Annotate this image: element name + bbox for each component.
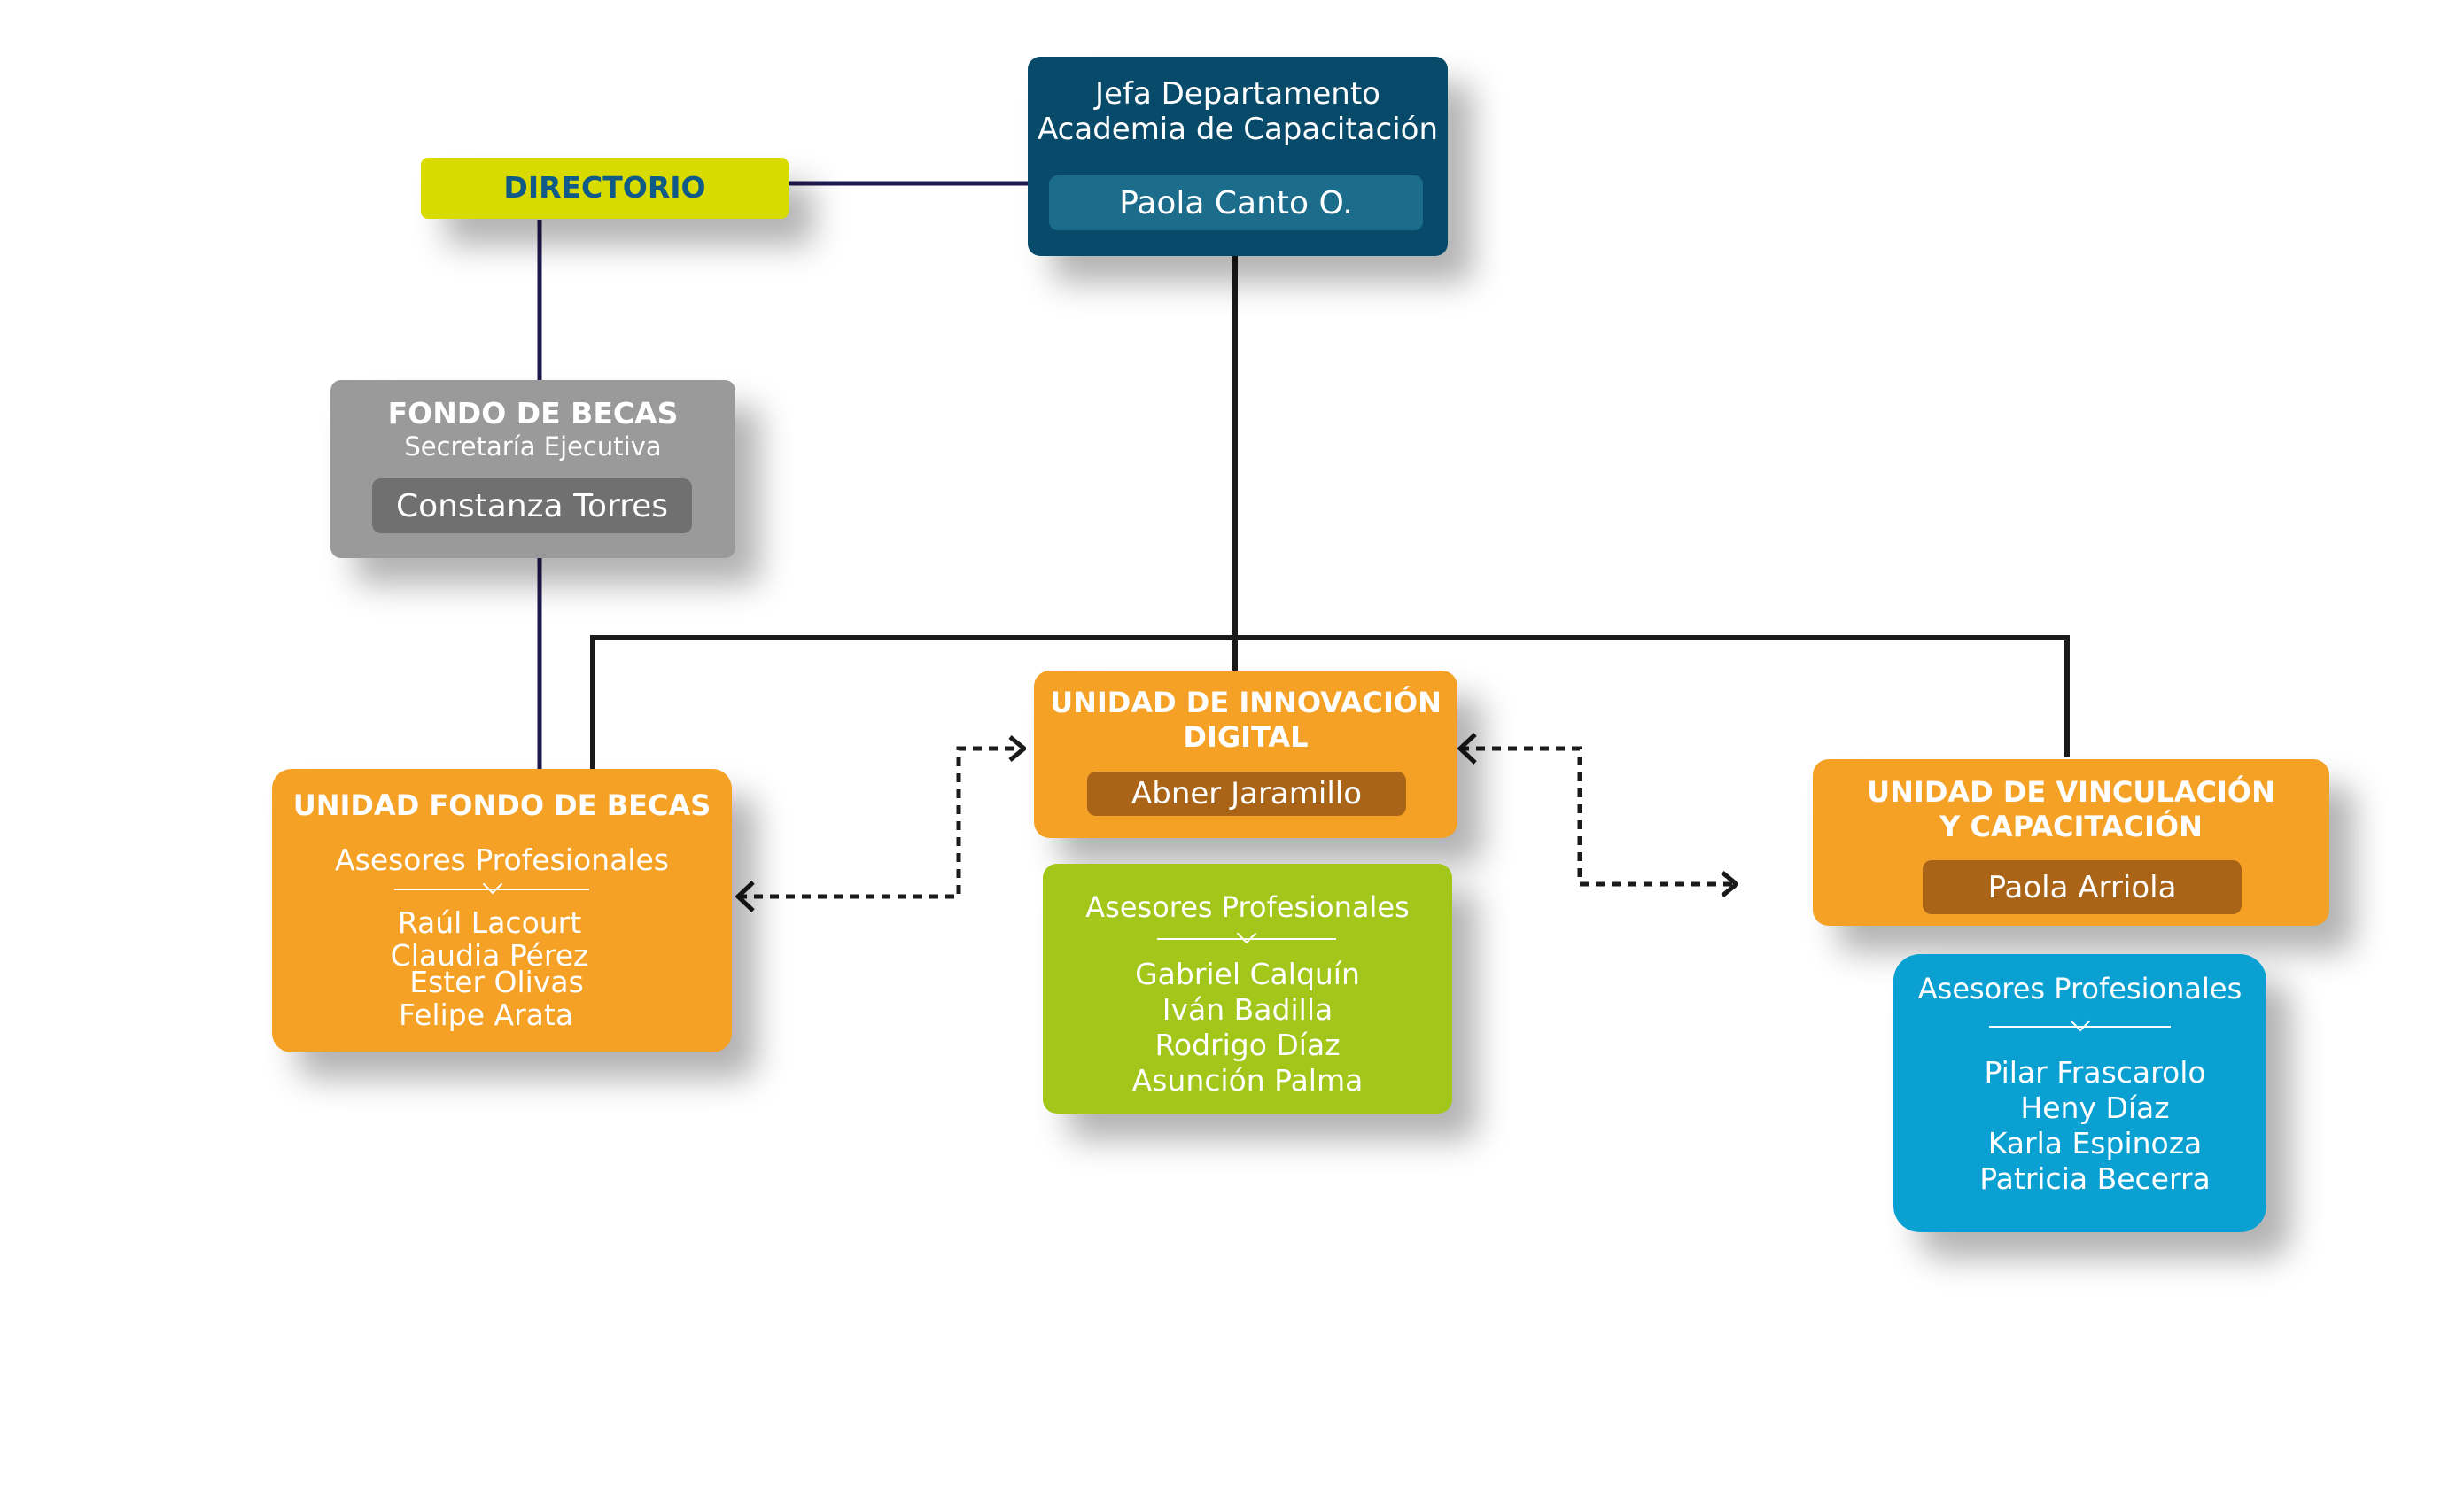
advisor-name: Iván Badilla (1162, 992, 1333, 1027)
advisor-name: Heny Díaz (2020, 1091, 2170, 1125)
vinculacion-advisors-label: Asesores Profesionales (1917, 972, 2242, 1005)
unidad-innovacion-name-pill: Abner Jaramillo (1087, 772, 1406, 816)
unidad-innovacion-title-line1: UNIDAD DE INNOVACIÓN (1050, 686, 1442, 719)
arrowhead-innovacion-left (1457, 733, 1477, 765)
unidad-fondo-separator (394, 889, 589, 890)
unidad-vinculacion-name-pill: Paola Arriola (1923, 860, 2242, 914)
fondo-becas-box: FONDO DE BECAS Secretaría Ejecutiva Cons… (330, 380, 735, 558)
unidad-innovacion-name: Abner Jaramillo (1131, 776, 1363, 811)
fondo-becas-title: FONDO DE BECAS (387, 396, 679, 431)
unidad-vinculacion-title-line1: UNIDAD DE VINCULACIÓN (1867, 775, 2275, 809)
unidad-fondo-becas-box: UNIDAD FONDO DE BECAS Asesores Profesion… (272, 769, 732, 1052)
fondo-becas-name: Constanza Torres (395, 487, 669, 524)
unidad-vinculacion-box: UNIDAD DE VINCULACIÓN Y CAPACITACIÓN Pao… (1813, 759, 2329, 926)
dotted-arrow-fondo-innovacion (738, 749, 1024, 899)
unidad-fondo-advisors-label: Asesores Profesionales (335, 842, 669, 877)
fondo-becas-name-pill: Constanza Torres (372, 478, 692, 533)
fondo-becas-subtitle: Secretaría Ejecutiva (404, 431, 662, 462)
advisor-name: Felipe Arata (398, 998, 574, 1032)
advisor-name: Rodrigo Díaz (1154, 1028, 1341, 1062)
advisor-name: Ester Olivas (409, 965, 584, 999)
unidad-fondo-separator-notch (482, 873, 503, 895)
head-title-line1: Jefa Departamento (1095, 76, 1380, 112)
head-title-line2: Academia de Capacitación (1038, 112, 1438, 147)
branch-connector (590, 635, 2070, 769)
advisor-name: Karla Espinoza (1987, 1126, 2203, 1161)
advisor-name: Patricia Becerra (1979, 1161, 2211, 1196)
head-name-pill: Paola Canto O. (1049, 175, 1423, 230)
vinculacion-advisors-box: Asesores Profesionales Pilar Frascarolo … (1893, 954, 2266, 1232)
innovacion-separator (1157, 938, 1336, 940)
advisor-name: Pilar Frascarolo (1984, 1055, 2206, 1090)
head-name: Paola Canto O. (1119, 184, 1353, 221)
advisor-name: Gabriel Calquín (1135, 957, 1360, 991)
advisor-name: Raúl Lacourt (397, 905, 582, 940)
unidad-innovacion-box: UNIDAD DE INNOVACIÓN DIGITAL Abner Jaram… (1034, 671, 1457, 838)
advisor-name: Asunción Palma (1131, 1063, 1364, 1098)
innovacion-separator-notch (1236, 923, 1257, 944)
unidad-vinculacion-title-line2: Y CAPACITACIÓN (1939, 810, 2203, 843)
unidad-vinculacion-name: Paola Arriola (1987, 869, 2177, 905)
directorio-label: DIRECTORIO (503, 170, 706, 205)
vinculacion-separator (1989, 1026, 2171, 1028)
vinculacion-separator-notch (2070, 1011, 2091, 1032)
dotted-arrow-innovacion-vinculacion (1460, 746, 1737, 884)
innovacion-advisors-box: Asesores Profesionales Gabriel Calquín I… (1043, 864, 1452, 1114)
head-box: Jefa Departamento Academia de Capacitaci… (1028, 57, 1448, 256)
innovacion-advisors-label: Asesores Profesionales (1085, 890, 1410, 924)
unidad-fondo-title: UNIDAD FONDO DE BECAS (292, 788, 711, 822)
directorio-box: DIRECTORIO (421, 158, 789, 219)
unidad-innovacion-title-line2: DIGITAL (1183, 720, 1309, 754)
arrowhead-fondo (735, 881, 755, 912)
advisor-name: Claudia Pérez (390, 938, 589, 973)
